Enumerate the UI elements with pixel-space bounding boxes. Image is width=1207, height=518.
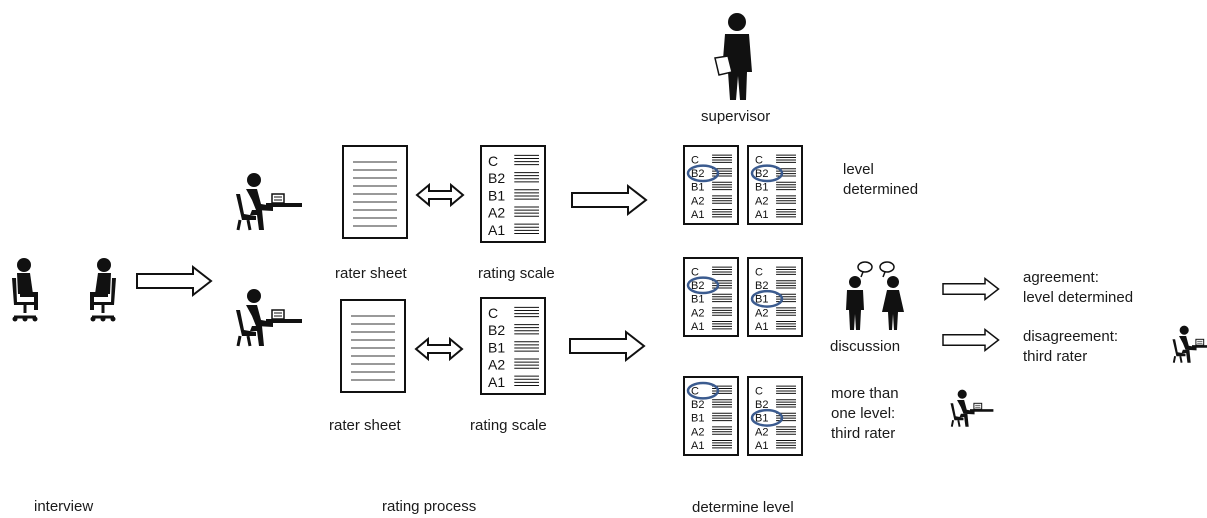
scale-level-a2: A2	[755, 195, 768, 207]
agreement-line-1: agreement:	[1023, 268, 1133, 288]
discussion-people	[846, 262, 904, 330]
scale-level-c: C	[755, 155, 763, 167]
scale-level-c: C	[488, 305, 498, 321]
level-determined-line-2: determined	[843, 180, 918, 200]
rater-sheet-label-bottom: rater sheet	[329, 416, 401, 436]
scale-level-a1: A1	[488, 222, 505, 238]
more-than-one-line-3: third rater	[831, 424, 899, 444]
supervisor-label: supervisor	[701, 107, 770, 127]
scale-level-c: C	[691, 155, 699, 167]
to-determine-bottom-arrow	[570, 332, 644, 360]
speech-bubble-icon	[858, 262, 872, 277]
scale-level-a2: A2	[691, 195, 704, 207]
candidate-person-icon	[12, 258, 38, 322]
disagreement-line-2: third rater	[1023, 347, 1118, 367]
scale-level-a1: A1	[691, 440, 704, 452]
interview-to-rating-arrow	[137, 267, 211, 295]
scale-level-b1: B1	[691, 413, 704, 425]
scale-level-b2: B2	[691, 399, 704, 411]
speech-bubble-icon	[880, 262, 894, 277]
scale-level-a1: A1	[488, 374, 505, 390]
stage-rating-label: rating process	[382, 497, 476, 517]
scale-level-b1: B1	[691, 182, 704, 194]
sheet-scale-link-top-arrow	[417, 185, 463, 205]
scale-level-c: C	[691, 267, 699, 279]
disagreement-arrow	[943, 330, 999, 351]
discussion-woman-icon	[882, 276, 904, 330]
scale-level-a2: A2	[691, 307, 704, 319]
agreement-line-2: level determined	[1023, 288, 1133, 308]
third-rater-icon	[951, 390, 994, 427]
scale-level-a1: A1	[755, 440, 768, 452]
more-than-one-level-label: more than one level: third rater	[831, 384, 899, 444]
rater-one-icon	[236, 173, 302, 230]
scale-level-b1: B1	[691, 294, 704, 306]
rater-two-icon	[236, 289, 302, 346]
stage-determine-label: determine level	[692, 498, 794, 518]
scale-level-b2: B2	[488, 170, 505, 186]
to-determine-top-arrow	[572, 186, 646, 214]
scale-level-a2: A2	[488, 205, 505, 221]
scale-level-b1: B1	[488, 339, 505, 355]
more-than-one-line-2: one level:	[831, 404, 899, 424]
interview-participants	[12, 258, 116, 322]
rater-sheet-bottom	[341, 300, 405, 392]
scale-level-a2: A2	[488, 357, 505, 373]
agreement-arrow	[943, 279, 999, 300]
agreement-label: agreement: level determined	[1023, 268, 1133, 308]
discussion-label: discussion	[830, 337, 900, 357]
scale-level-a2: A2	[755, 426, 768, 438]
rater-sheet-label-top: rater sheet	[335, 264, 407, 284]
level-determined-line-1: level	[843, 160, 918, 180]
interviewer-person-icon	[90, 258, 116, 322]
scale-level-b2: B2	[488, 322, 505, 338]
stage-interview-label: interview	[34, 497, 93, 517]
scale-level-b1: B1	[755, 182, 768, 194]
scale-level-c: C	[755, 267, 763, 279]
more-than-one-line-1: more than	[831, 384, 899, 404]
third-rater-icon	[1173, 326, 1207, 363]
level-determined-label: level determined	[843, 160, 918, 200]
evaluation-sheets: CB2B1A2A1CB2B1A2A1CB2B1A2A1CB2B1A2A1CB2B…	[684, 146, 802, 455]
disagreement-line-1: disagreement:	[1023, 327, 1118, 347]
sheet-scale-link-bottom-arrow	[416, 339, 462, 359]
scale-level-a1: A1	[691, 321, 704, 333]
rating-scale-label-top: rating scale	[478, 264, 555, 284]
disagreement-label: disagreement: third rater	[1023, 327, 1118, 367]
scale-level-a1: A1	[691, 209, 704, 221]
scale-level-a1: A1	[755, 209, 768, 221]
discussion-man-icon	[846, 276, 864, 330]
scale-level-a2: A2	[691, 426, 704, 438]
rating-scale-label-bottom: rating scale	[470, 416, 547, 436]
scale-level-b1: B1	[488, 187, 505, 203]
rater-sheet-top	[343, 146, 407, 238]
scale-level-a2: A2	[755, 307, 768, 319]
scale-level-a1: A1	[755, 321, 768, 333]
scale-level-c: C	[488, 153, 498, 169]
supervisor-icon	[715, 13, 752, 100]
scale-level-c: C	[755, 386, 763, 398]
